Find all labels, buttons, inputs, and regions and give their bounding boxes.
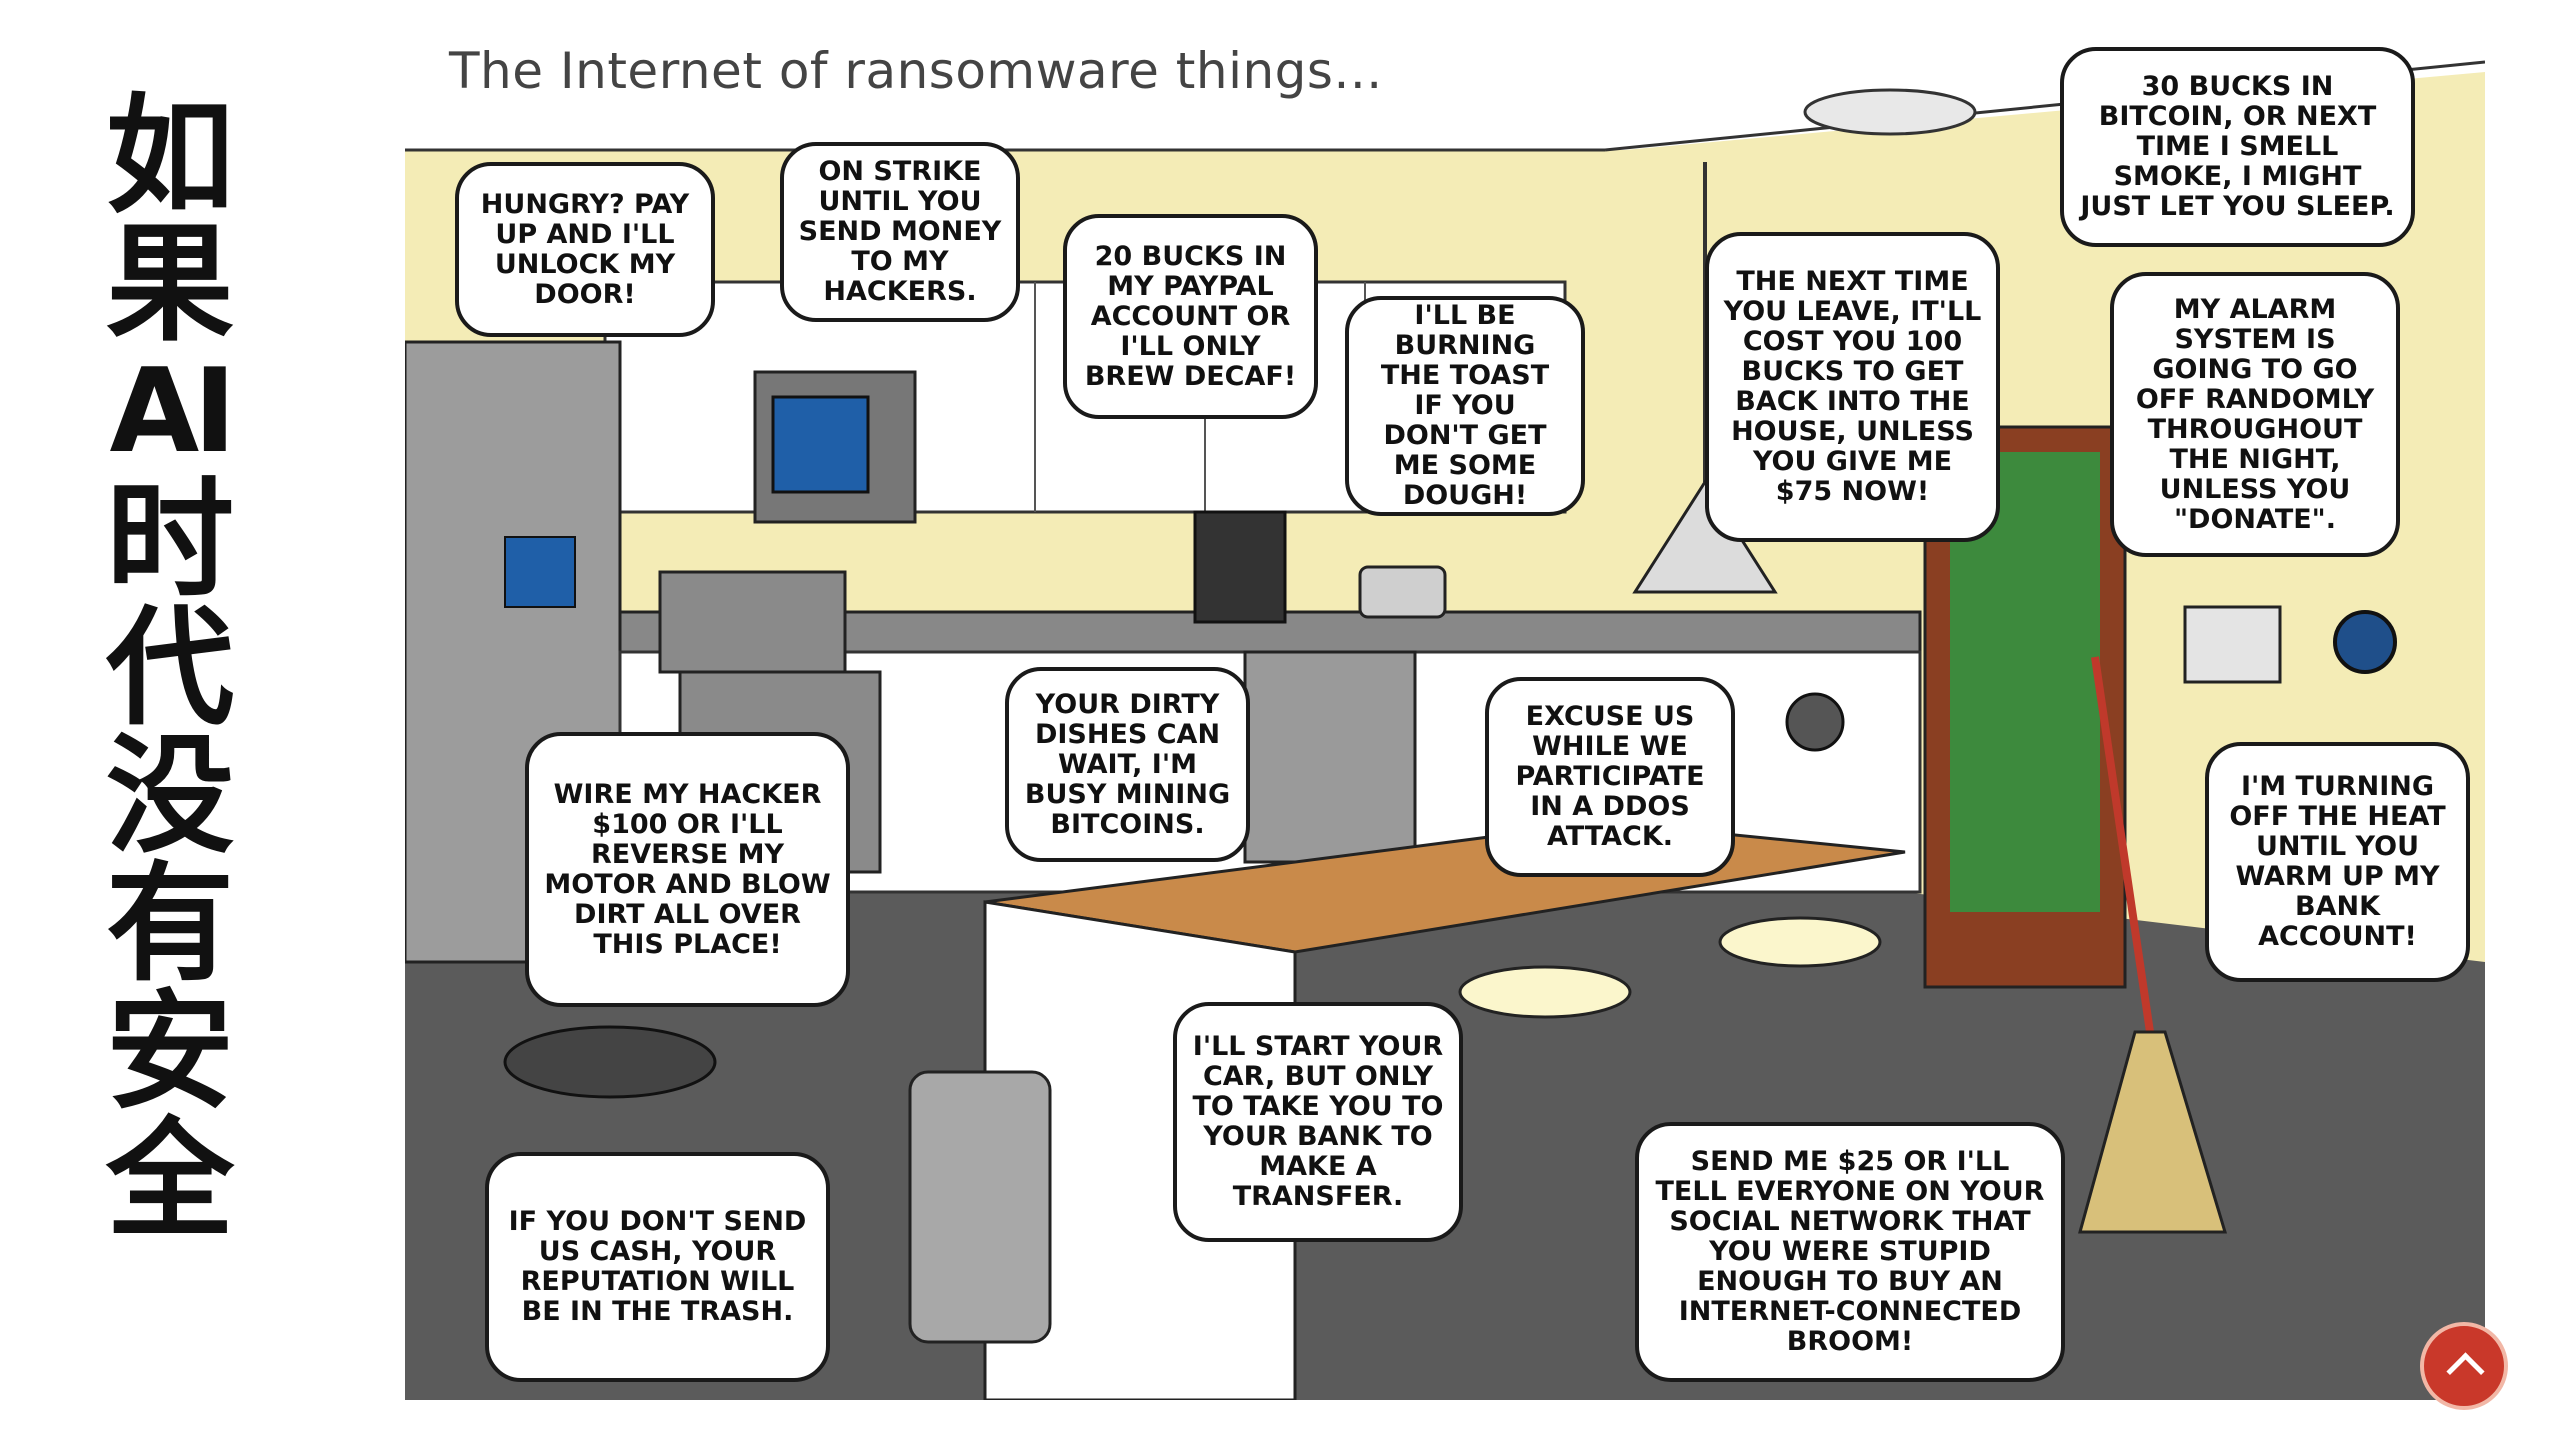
- toaster-speech-bubble: I'LL BE BURNING THE TOAST IF YOU DON'T G…: [1345, 296, 1585, 516]
- smoke-detector-speech-bubble: 30 BUCKS IN BITCOIN, OR NEXT TIME I SMEL…: [2060, 47, 2415, 247]
- comic-title: The Internet of ransomware things...: [449, 42, 1383, 100]
- title-char: 如: [105, 81, 234, 231]
- robot-vacuum-speech-bubble: WIRE MY HACKER $100 OR I'LL REVERSE MY M…: [525, 732, 850, 1007]
- fridge-speech-bubble: HUNGRY? PAY UP AND I'LL UNLOCK MY DOOR!: [455, 162, 715, 337]
- title-char: 果: [105, 209, 234, 359]
- title-char: 全: [105, 1105, 234, 1255]
- comic-illustration: The Internet of ransomware things... HUN…: [405, 32, 2485, 1400]
- camera-speech-bubble: EXCUSE US WHILE WE PARTICIPATE IN A DDOS…: [1485, 677, 1735, 877]
- thermostat-speech-bubble: I'M TURNING OFF THE HEAT UNTIL YOU WARM …: [2205, 742, 2470, 982]
- broom-speech-bubble: SEND ME $25 OR I'LL TELL EVERYONE ON YOU…: [1635, 1122, 2065, 1382]
- coffee-maker-speech-bubble: 20 BUCKS IN MY PAYPAL ACCOUNT OR I'LL ON…: [1063, 214, 1318, 419]
- title-char: 有: [105, 849, 234, 999]
- microwave-speech-bubble: ON STRIKE UNTIL YOU SEND MONEY TO MY HAC…: [780, 142, 1020, 322]
- back-to-top-icon[interactable]: [2420, 1322, 2508, 1410]
- car-key-speech-bubble: I'LL START YOUR CAR, BUT ONLY TO TAKE YO…: [1173, 1002, 1463, 1242]
- door-lock-speech-bubble: THE NEXT TIME YOU LEAVE, IT'LL COST YOU …: [1705, 232, 2000, 542]
- trash-can-speech-bubble: IF YOU DON'T SEND US CASH, YOUR REPUTATI…: [485, 1152, 830, 1382]
- dishwasher-speech-bubble: YOUR DIRTY DISHES CAN WAIT, I'M BUSY MIN…: [1005, 667, 1250, 862]
- alarm-system-speech-bubble: MY ALARM SYSTEM IS GOING TO GO OFF RANDO…: [2110, 272, 2400, 557]
- title-char: AI: [109, 344, 237, 479]
- title-char: 安: [105, 977, 234, 1127]
- title-char: 时: [105, 465, 234, 615]
- title-char: 代: [105, 593, 234, 743]
- vertical-title: 如 果 AI 时 代 没 有 安 全: [95, 92, 245, 1392]
- title-char: 没: [105, 721, 234, 871]
